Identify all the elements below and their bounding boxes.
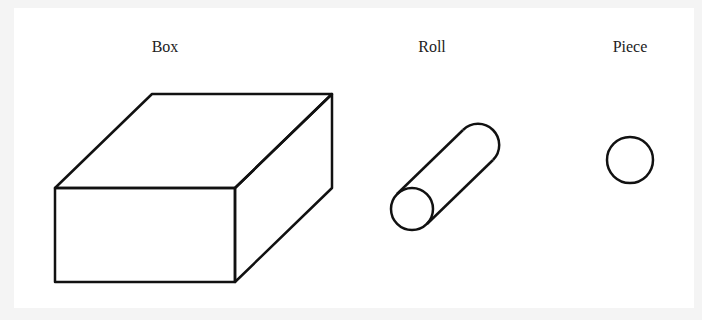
piece-drawing <box>607 137 653 183</box>
box-drawing <box>55 94 332 282</box>
part-label: Piece <box>613 38 648 56</box>
roll-drawing <box>391 124 499 230</box>
part-label: Roll <box>418 38 446 56</box>
part-label: Box <box>152 38 179 56</box>
paper <box>14 8 694 308</box>
